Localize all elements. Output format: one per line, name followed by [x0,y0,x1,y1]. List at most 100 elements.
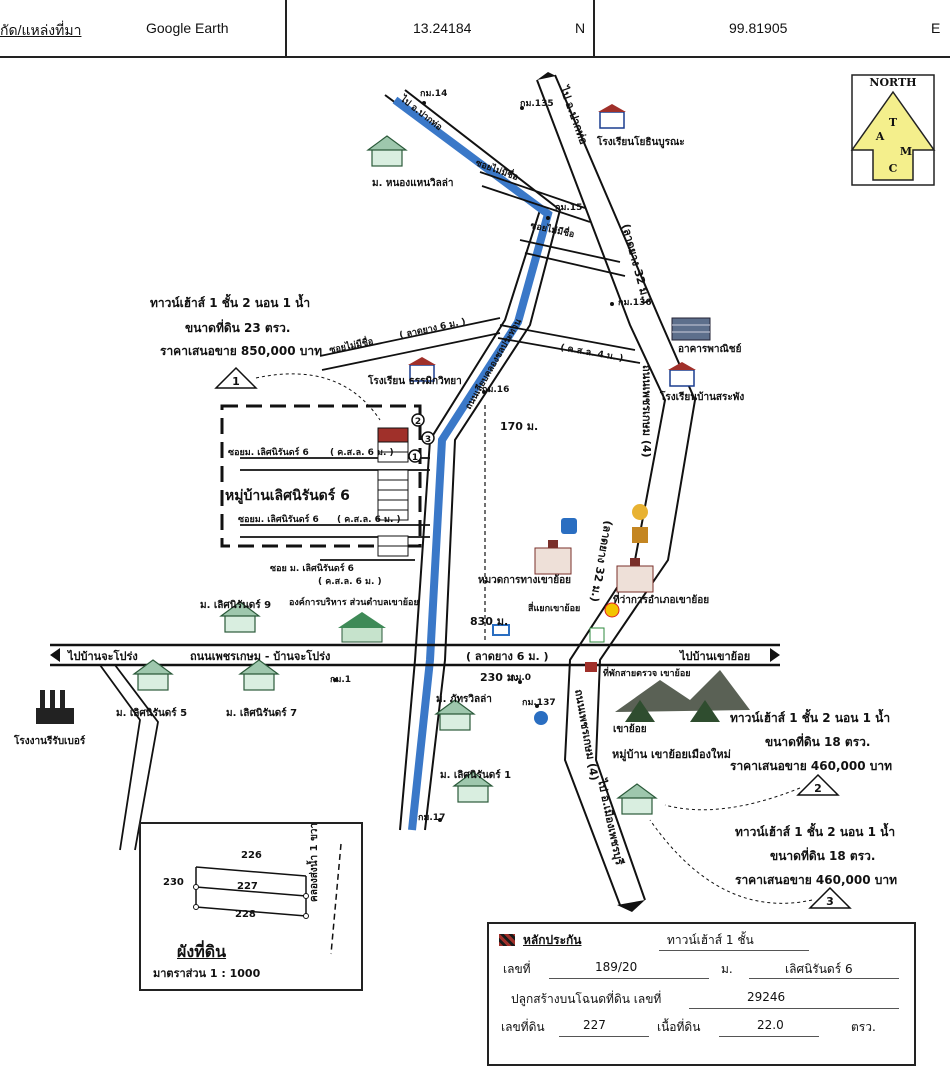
compass-letter-m: M [900,145,912,158]
side-sois [240,171,641,561]
school-icon [668,362,696,387]
km-post-icon [546,216,550,220]
label-police: ที่พักสายตรวจ เขาย้อย [603,666,691,679]
label-canal-road: ถนนเลียบคลองชลประทาน [463,316,524,411]
callout-3-line1: ทาวน์เฮ้าส์ 1 ชั้น 2 นอน 1 น้ำ [735,822,895,839]
label-highway-unit: หมวดการทางเขาย้อย [478,574,571,586]
property-type: ทาวน์เฮ้าส์ 1 ชั้น [667,933,754,947]
label-loet5: ม. เลิศนิรันดร์ 5 [116,707,187,719]
latitude-cell: 13.24184 N [285,0,595,56]
callout-3-line3: ราคาเสนอขาย 460,000 บาท [735,873,897,887]
label-loet1: ม. เลิศนิรันดร์ 1 [440,769,511,781]
callout-3-num: 3 [826,895,834,908]
callout-1: ทาวน์เฮ้าส์ 1 ชั้น 2 นอน 1 น้ำ ขนาดที่ดิ… [150,293,381,421]
label-commerce: อาคารพาณิชย์ [678,343,742,355]
government-building-icon [616,558,654,593]
callout-2: ทาวน์เฮ้าส์ 1 ชั้น 2 นอน 1 น้ำ ขนาดที่ดิ… [664,708,892,811]
commerce-building-icon [671,317,711,341]
label-school-yothin: โรงเรียนโยธินบูรณะ [596,135,685,149]
source-cell: กัด/แหล่งที่มา Google Earth [0,0,287,56]
label-km14: กม.14 [420,89,447,99]
label-lad6-b: ( ลาดยาง 6 ม. ) [466,650,549,663]
km-post-icon [518,680,522,684]
label-km15: กม.15 [555,203,582,213]
moo-label: ม. [721,962,733,976]
callout-1-line3: ราคาเสนอขาย 850,000 บาท [160,344,322,358]
label-village-new: หมู่บ้าน เขาย้อยเมืองใหม่ [612,747,731,762]
land-no-label: เลขที่ดิน [501,1020,545,1034]
coordinate-header: กัด/แหล่งที่มา Google Earth 13.24184 N 9… [0,0,950,58]
factory-icon [36,690,74,724]
longitude-value: 99.81905 [729,20,788,36]
label-to-phetchaburi: ไป อ.เมืองเพชรบุรี [594,776,627,867]
label-khao-yoi-station: สี่แยกเขาย้อย [527,601,580,614]
area-value: 22.0 [757,1018,784,1032]
house-row [377,427,409,557]
property-info-box: หลักประกัน ทาวน์เฮ้าส์ 1 ชั้น เลขที่ 189… [487,922,916,1066]
label-km136: กม.136 [618,298,652,308]
plot-canal-label: คลองส่งน้ำ 1 ขวา [309,822,320,902]
label-phet-cha-prong: ถนนเพชรเกษม - บ้านจะโปร่ง [190,649,330,663]
label-phetkasem-4: ถนนเพชรเกษม (4) [640,365,653,458]
government-building-icon [534,540,572,575]
latitude-value: 13.24184 [413,20,472,36]
label-school-tham-1: โรงเรียน ธรรมิกวิทยา [367,374,462,387]
label-soi-nameless-3: ซอยไม่มีชื่อ [328,334,374,356]
km-post-icon [333,678,337,682]
label-km135: กม.135 [520,99,554,109]
label-soi-loet6-2: ซอยม. เลิศนิรันดร์ 6 [238,513,319,525]
callout-3-line2: ขนาดที่ดิน 18 ตรว. [770,847,875,863]
deed-value: 29246 [747,990,786,1004]
area-unit: ตรว. [851,1020,876,1034]
callout-1-line1: ทาวน์เฮ้าส์ 1 ชั้น 2 นอน 1 น้ำ [150,293,310,310]
label-lad6: ( ลาดยาง 6 ม. ) [399,317,467,341]
label-km16: กม.16 [482,385,509,395]
km-post-icon [422,101,426,105]
label-to-khao-yoi: ไปบ้านเขาย้อย [678,649,750,663]
source-value: Google Earth [146,20,229,36]
label-km1: กม.1 [330,675,351,685]
compass-north-label: NORTH [869,76,916,89]
plot-plan: 226 227 228 230 คลองส่งน้ำ 1 ขวา ผังที่ด… [139,822,363,991]
road-phetkasem-cha-prong [50,643,780,667]
tao-office-icon [338,612,386,643]
school-icon [598,104,626,129]
collateral-label: หลักประกัน [523,933,582,947]
school-icon [408,357,436,382]
mountain-icon [615,670,750,722]
marker-3: 3 [425,435,431,445]
label-km0: กม.0 [510,673,531,683]
label-dist-230: 230 ม. [480,671,518,684]
label-to-pak-tho: ไป อ.ปากท่อ [556,82,591,146]
label-dist-830: 830 ม. [470,615,508,628]
label-kso6-3: ( ค.ส.ล. 6 ม. ) [318,577,382,587]
callout-2-line1: ทาวน์เฮ้าส์ 1 ชั้น 2 นอน 1 น้ำ [730,708,890,725]
house-no-label: เลขที่ [503,962,531,976]
callout-3: ทาวน์เฮ้าส์ 1 ชั้น 2 นอน 1 น้ำ ขนาดที่ดิ… [649,819,897,909]
plot-lot-227: 227 [237,881,258,892]
bank-icon [561,504,648,543]
label-soi-loet6-3: ซอย ม. เลิศนิรันดร์ 6 [270,562,354,574]
label-nong-waen: ม. หนองแหนวิลล่า [372,177,454,189]
area-label: เนื้อที่ดิน [657,1020,701,1034]
house-icon [366,135,408,167]
marker-2: 2 [415,417,421,427]
marker-1: 1 [412,453,418,463]
house-no-value: 189/20 [595,960,638,974]
compass-letter-c: C [889,162,898,175]
plot-title: ผังที่ดิน [177,942,227,961]
callout-2-num: 2 [814,782,822,795]
latitude-dir: N [575,20,586,36]
redaction-block [0,88,176,206]
label-kso6-2: ( ค.ส.ล. 6 ม. ) [337,515,401,525]
land-no-value: 227 [583,1018,606,1032]
label-to-cha-prong: ไปบ้านจะโปร่ง [66,649,138,663]
km-post-icon [520,106,524,110]
source-label: กัด/แหล่งที่มา [0,22,82,38]
compass-letter-t: T [889,116,898,129]
callout-1-line2: ขนาดที่ดิน 23 ตรว. [185,319,290,335]
point-markers [408,413,435,463]
house-icon [132,659,174,691]
house-icon [219,601,261,633]
label-dist-170: 170 ม. [500,420,538,433]
